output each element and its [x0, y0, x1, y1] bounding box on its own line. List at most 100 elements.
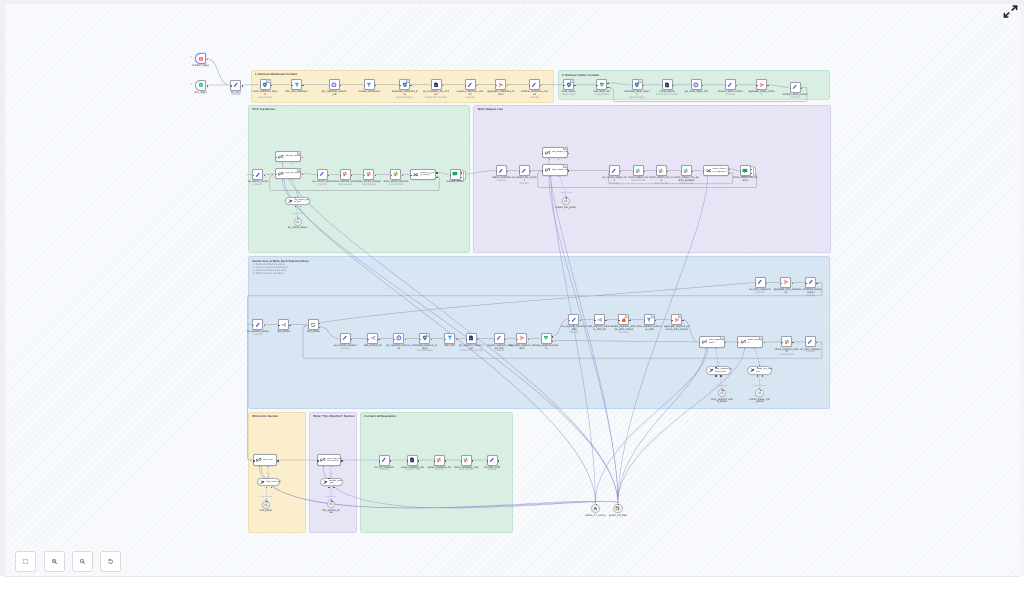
node-K1[interactable]: [378, 454, 392, 466]
node-K3[interactable]: [433, 454, 447, 466]
node-C3[interactable]: [618, 313, 631, 325]
node-P2b[interactable]: pick_top_stories: [275, 167, 303, 181]
node-Q5[interactable]: [690, 79, 704, 91]
node-B5[interactable]: [367, 332, 380, 344]
node-W7[interactable]: [680, 165, 694, 177]
node-MB[interactable]: [613, 503, 623, 514]
node-T2[interactable]: [194, 79, 208, 91]
node-E1[interactable]: [754, 276, 768, 288]
node-W3b[interactable]: write_subject_line: [541, 164, 570, 178]
node-C5[interactable]: [671, 313, 684, 325]
node-B8[interactable]: [444, 332, 457, 344]
node-W6[interactable]: [655, 165, 669, 177]
node-D1p[interactable]: [717, 389, 727, 398]
node-C1[interactable]: [568, 314, 581, 325]
node-B4[interactable]: [339, 332, 353, 344]
node-N4[interactable]: [363, 79, 377, 91]
node-P4[interactable]: [339, 168, 353, 180]
node-W9[interactable]: [739, 165, 753, 177]
node-P6[interactable]: [390, 168, 403, 180]
node-C2[interactable]: [594, 314, 607, 325]
node-N6[interactable]: [430, 79, 444, 91]
node-P1[interactable]: [252, 169, 265, 181]
node-W1[interactable]: [495, 165, 509, 177]
anthropic-icon: [593, 506, 598, 511]
node-Q6[interactable]: [724, 79, 738, 91]
node-N1[interactable]: [259, 79, 273, 91]
node-K2[interactable]: [406, 454, 420, 466]
node-H3[interactable]: [326, 500, 336, 509]
node-D3[interactable]: [781, 336, 794, 348]
node-W10[interactable]: [561, 197, 570, 206]
node-D4[interactable]: [804, 336, 818, 348]
node-H2[interactable]: shortlist_writer_tool: [319, 477, 343, 488]
node-Q2[interactable]: [596, 79, 609, 91]
node-P5[interactable]: [363, 168, 376, 180]
pinned-badge: [563, 146, 568, 151]
node-F2[interactable]: intro_writer_tool: [257, 477, 281, 488]
node-N3[interactable]: [328, 79, 342, 91]
node-F1[interactable]: write_intro: [253, 454, 279, 468]
extract-icon: [664, 82, 670, 88]
node-W3a[interactable]: edit_subject_line: [541, 146, 570, 160]
node-N2[interactable]: [291, 79, 304, 91]
zoom-out-icon: [79, 554, 86, 569]
node-W2[interactable]: [518, 165, 532, 177]
node-B7[interactable]: [419, 332, 432, 344]
node-Q1[interactable]: [563, 79, 576, 91]
node-T1[interactable]: [194, 53, 208, 65]
zoom-out-button[interactable]: [72, 550, 94, 572]
slack-icon: [342, 171, 348, 177]
node-B12[interactable]: [540, 332, 554, 344]
node-F3[interactable]: [261, 500, 271, 510]
zoom-in-button[interactable]: [43, 550, 65, 572]
node-B2[interactable]: [278, 319, 291, 331]
node-N5[interactable]: [399, 79, 412, 91]
node-Q8[interactable]: [789, 81, 803, 93]
node-N9[interactable]: [528, 79, 542, 91]
node-B1[interactable]: [252, 319, 265, 331]
group-g8: Format Full Newsletter: [359, 411, 513, 533]
node-N8[interactable]: [495, 79, 508, 91]
node-C4[interactable]: [643, 313, 657, 325]
node-E2[interactable]: [780, 276, 793, 288]
connector-port: [410, 84, 412, 87]
node-Q3[interactable]: [631, 79, 645, 91]
node-B11[interactable]: [516, 332, 529, 344]
node-P10[interactable]: [293, 217, 302, 226]
node-B3[interactable]: [307, 319, 321, 331]
node-W4[interactable]: [608, 165, 622, 177]
connection-type-label: Output Parser: [715, 384, 729, 387]
node-MA[interactable]: [590, 503, 601, 514]
node-W5[interactable]: [632, 165, 646, 177]
node-B6[interactable]: [393, 332, 406, 344]
node-K5[interactable]: [486, 454, 500, 466]
node-Q7[interactable]: [756, 79, 769, 91]
node-P2a[interactable]: edit_top_stories: [275, 150, 303, 164]
node-N7[interactable]: [464, 79, 478, 91]
node-E3[interactable]: [805, 276, 818, 288]
fit-view-button[interactable]: [14, 550, 36, 572]
expand-button[interactable]: [1002, 4, 1018, 18]
node-K4[interactable]: [460, 454, 474, 466]
node-B10[interactable]: [493, 332, 507, 344]
node-D2p[interactable]: [755, 389, 764, 398]
node-B9[interactable]: [465, 332, 479, 344]
reset-zoom-button[interactable]: [100, 550, 122, 572]
node-P8[interactable]: [449, 168, 463, 180]
node-S1[interactable]: [230, 79, 243, 91]
connector-port: [445, 460, 447, 462]
node-P3[interactable]: [316, 168, 330, 180]
node-Q4[interactable]: [661, 79, 675, 91]
